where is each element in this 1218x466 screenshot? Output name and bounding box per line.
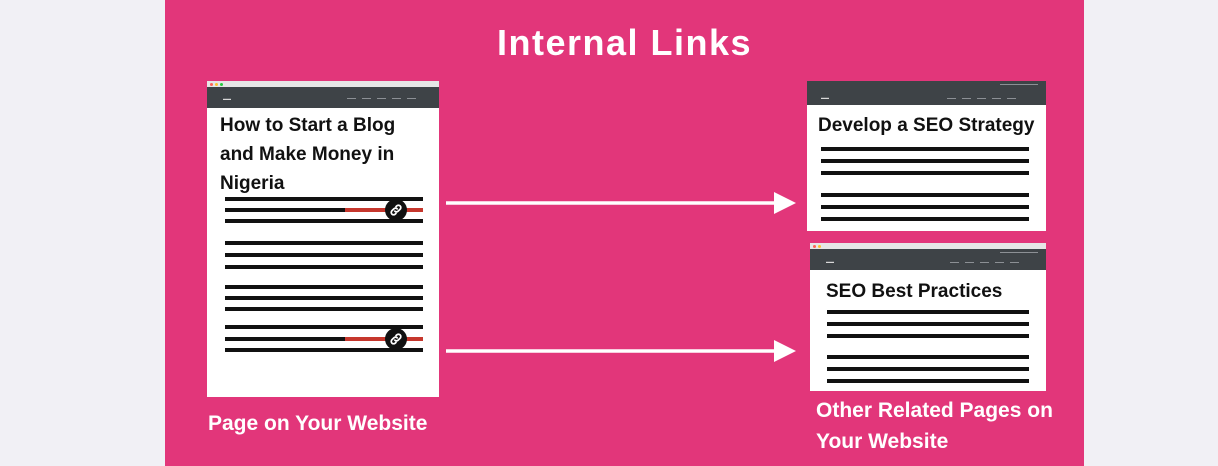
text-line [827, 322, 1029, 326]
target-page-heading: Develop a SEO Strategy [818, 115, 1035, 136]
text-line [225, 325, 423, 329]
text-line [827, 334, 1029, 338]
diagram-title: Internal Links [496, 22, 753, 63]
source-page-mockup: ▬▬ How to Start a Blog and Make Money in… [207, 81, 439, 397]
diagram-panel: Internal Links ▬▬ How to Start a Blog an… [165, 0, 1084, 466]
text-line-with-link [225, 208, 423, 212]
right-arrow [446, 192, 796, 214]
right-arrow [446, 340, 796, 362]
text-line [225, 219, 423, 223]
source-page-caption: Page on Your Website [208, 412, 428, 435]
text-line [225, 307, 423, 311]
target-page-mockup: ▬▬ SEO Best Practices [810, 243, 1046, 391]
text-line [225, 265, 423, 269]
text-line-with-link [225, 337, 423, 341]
text-line [225, 197, 423, 201]
text-line [225, 296, 423, 300]
chain-link-icon [385, 328, 407, 350]
text-line [827, 310, 1029, 314]
text-line [225, 348, 423, 352]
text-line [821, 217, 1029, 221]
link-highlight [345, 337, 423, 341]
text-line [821, 159, 1029, 163]
target-pages-caption: Other Related Pages on Your Website [816, 399, 1053, 453]
text-line [827, 355, 1029, 359]
target-page-mockup: ▬▬ Develop a SEO Strategy [807, 81, 1046, 231]
text-line [225, 285, 423, 289]
target-page-heading: SEO Best Practices [826, 281, 1003, 302]
browser-bar [207, 81, 439, 87]
text-line [225, 253, 423, 257]
text-line [821, 193, 1029, 197]
site-nav-bar: ▬▬ [807, 81, 1046, 105]
text-line [821, 147, 1029, 151]
site-nav-bar: ▬▬ [207, 87, 439, 108]
source-page-heading: How to Start a Blog and Make Money in Ni… [220, 115, 396, 194]
site-nav-bar: ▬▬ [810, 249, 1046, 270]
text-line [821, 205, 1029, 209]
link-highlight [345, 208, 423, 212]
browser-bar [810, 243, 1046, 249]
chain-link-icon [385, 199, 407, 221]
text-line [827, 367, 1029, 371]
text-line [225, 241, 423, 245]
text-line [821, 171, 1029, 175]
text-line [827, 379, 1029, 383]
